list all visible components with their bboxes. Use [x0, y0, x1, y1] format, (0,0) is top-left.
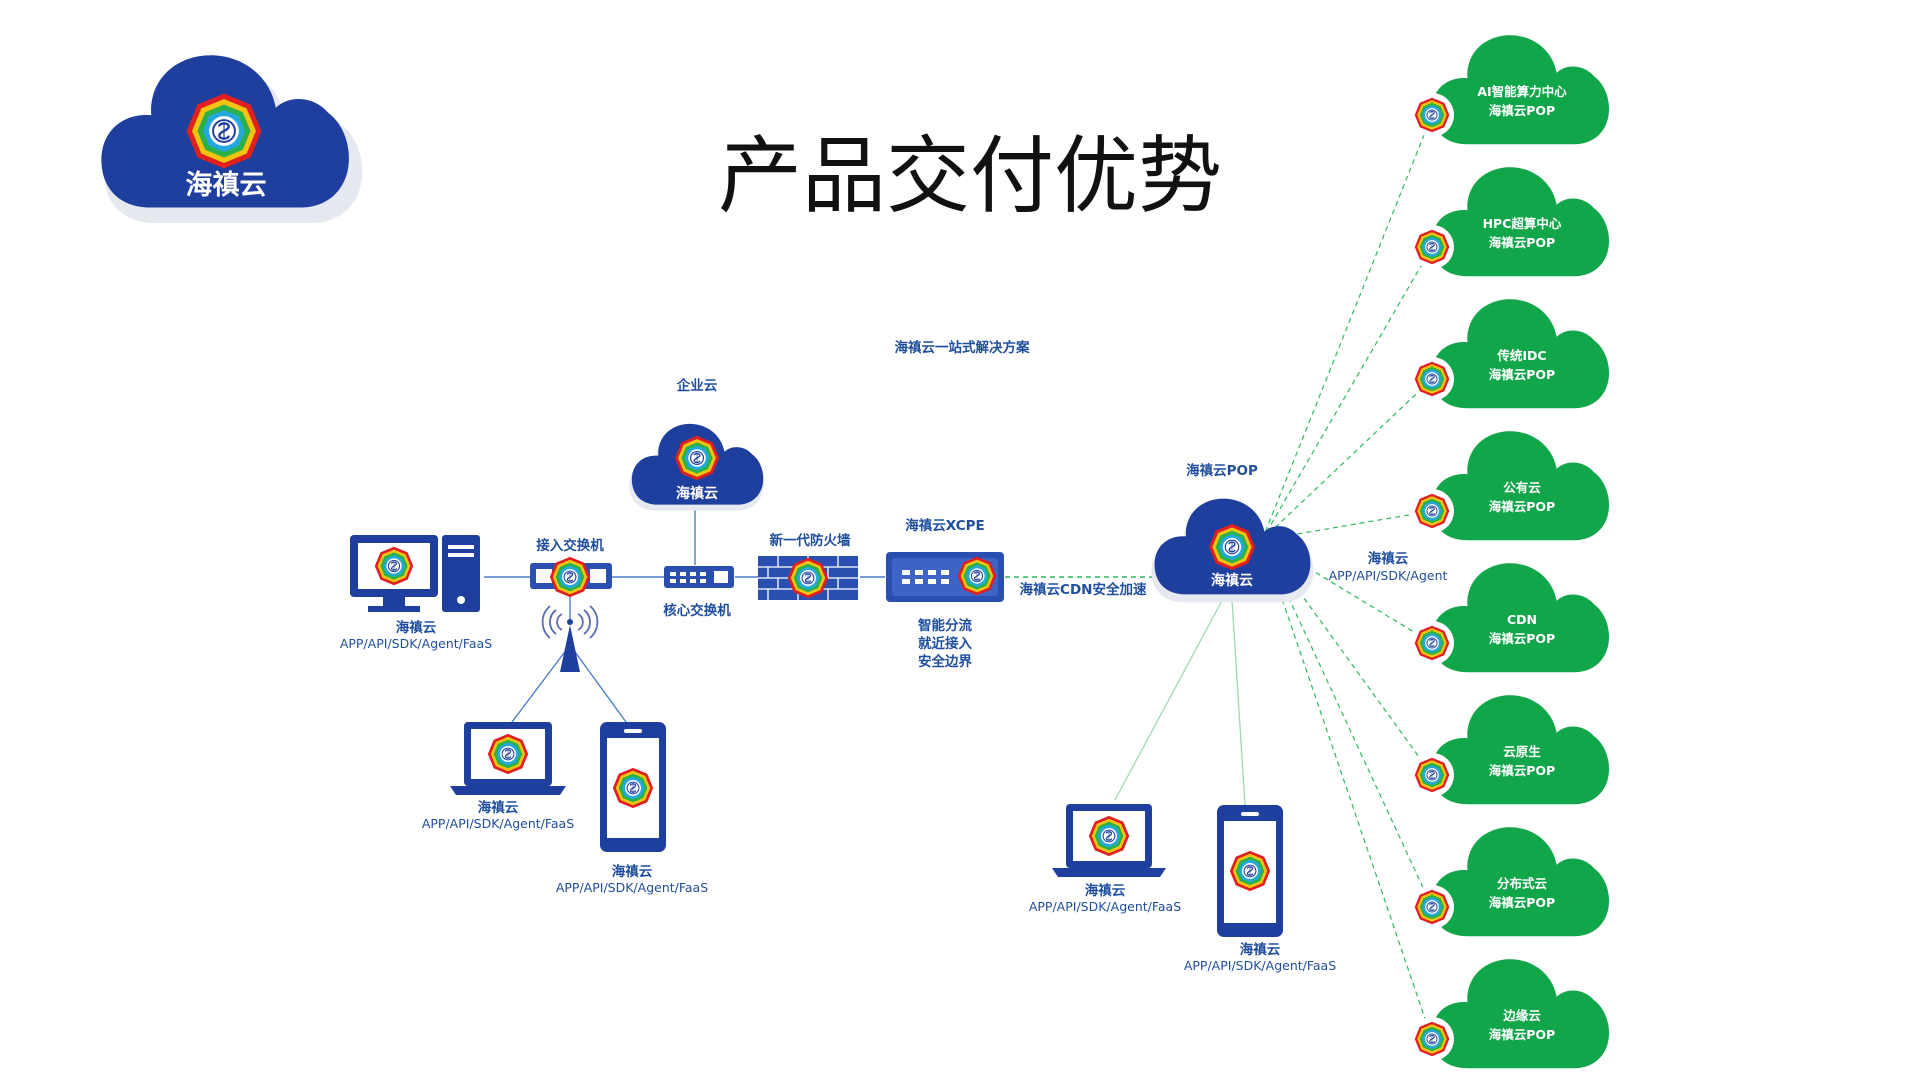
bagua-logo-icon	[1414, 757, 1450, 793]
desktop-client-name: 海禛云	[396, 619, 437, 636]
xcpe-feature: 安全边界	[918, 653, 972, 670]
pop-name: 边缘云	[1502, 1008, 1541, 1023]
laptop-client: 海禛云 APP/API/SDK/Agent/FaaS	[422, 722, 574, 831]
network-links	[484, 510, 885, 723]
laptop-client-name: 海禛云	[1085, 882, 1126, 899]
xcpe-feature: 就近接入	[918, 635, 972, 652]
pop-label: 海禛云POP	[1489, 1027, 1555, 1042]
pop-label: 海禛云POP	[1489, 103, 1555, 118]
enterprise-cloud: 企业云 海禛云	[629, 377, 764, 511]
pop-hub-client-sub: APP/API/SDK/Agent	[1329, 568, 1448, 583]
desktop-client-sub: APP/API/SDK/Agent/FaaS	[340, 636, 492, 651]
page-title: 产品交付优势	[718, 127, 1222, 225]
access-switch-caption: 接入交换机	[536, 537, 604, 554]
core-switch-caption: 核心交换机	[663, 602, 731, 619]
bagua-logo-icon	[1414, 625, 1450, 661]
pop-name: 公有云	[1503, 480, 1541, 495]
phone-client: 海禛云 APP/API/SDK/Agent/FaaS	[556, 722, 708, 895]
pop-label: 海禛云POP	[1489, 631, 1555, 646]
bagua-logo-icon	[1414, 1021, 1450, 1057]
pop-cloud: 传统IDC 海禛云POP	[1410, 299, 1610, 409]
pop-name: AI智能算力中心	[1477, 84, 1567, 99]
pop-link	[1261, 539, 1433, 644]
pop-link	[1261, 114, 1433, 541]
access-switch: 接入交换机	[530, 537, 612, 598]
wifi-antenna-icon	[541, 605, 599, 672]
logo-label: 海禛云	[186, 170, 267, 201]
laptop-client-sub: APP/API/SDK/Agent/FaaS	[422, 816, 574, 831]
xcpe-caption: 海禛云XCPE	[905, 517, 984, 534]
pop-link	[1261, 539, 1433, 1040]
phone-client: 海禛云 APP/API/SDK/Agent/FaaS	[1184, 805, 1336, 973]
pop-hub-client-name: 海禛云	[1368, 550, 1409, 567]
laptop-client: 海禛云 APP/API/SDK/Agent/FaaS	[1029, 804, 1181, 914]
phone-client-name: 海禛云	[1240, 941, 1281, 958]
bagua-logo-icon	[1414, 97, 1450, 133]
phone-client-sub: APP/API/SDK/Agent/FaaS	[556, 880, 708, 895]
pop-label: 海禛云POP	[1489, 235, 1555, 250]
pop-label: 海禛云POP	[1489, 895, 1555, 910]
pop-name: 传统IDC	[1496, 348, 1546, 363]
cdn-link-label: 海禛云CDN安全加速	[1020, 581, 1147, 598]
bagua-logo-icon	[1414, 493, 1450, 529]
core-switch: 核心交换机	[663, 566, 734, 619]
bagua-logo-icon	[1414, 889, 1450, 925]
enterprise-cloud-label: 海禛云	[676, 485, 718, 502]
firewall: 新一代防火墙	[758, 532, 858, 600]
page-subtitle: 海禛云一站式解决方案	[895, 339, 1030, 356]
firewall-caption: 新一代防火墙	[770, 532, 851, 549]
pop-name: 云原生	[1503, 744, 1541, 759]
pop-name: 分布式云	[1497, 876, 1548, 891]
pop-label: 海禛云POP	[1489, 367, 1555, 382]
pop-name: HPC超算中心	[1483, 216, 1562, 231]
pop-label: 海禛云POP	[1489, 763, 1555, 778]
pop-hub-caption: 海禛云POP	[1186, 462, 1258, 479]
phone-client-name: 海禛云	[612, 863, 653, 880]
xcpe-feature: 智能分流	[918, 617, 972, 634]
phone-client-sub: APP/API/SDK/Agent/FaaS	[1184, 958, 1336, 973]
brand-logo: 海禛云	[101, 55, 363, 223]
pop-hub-label: 海禛云	[1211, 572, 1253, 589]
bagua-logo-icon	[1414, 361, 1450, 397]
xcpe-device: 海禛云XCPE 智能分流 就近接入 安全边界	[886, 517, 1004, 670]
bagua-logo-icon	[1414, 229, 1450, 265]
desktop-client: 海禛云 APP/API/SDK/Agent/FaaS	[340, 535, 492, 651]
laptop-client-sub: APP/API/SDK/Agent/FaaS	[1029, 899, 1181, 914]
pop-label: 海禛云POP	[1489, 499, 1555, 514]
bagua-logo-icon	[185, 92, 263, 170]
pop-cloud: CDN 海禛云POP	[1410, 563, 1610, 673]
pop-hub: 海禛云POP 海禛云 海禛云 APP/API/SDK/Agent	[1151, 462, 1448, 603]
enterprise-cloud-caption: 企业云	[676, 377, 718, 394]
pop-link	[1261, 378, 1433, 541]
pop-name: CDN	[1507, 612, 1537, 627]
laptop-client-name: 海禛云	[478, 799, 519, 816]
pop-link	[1261, 246, 1433, 541]
